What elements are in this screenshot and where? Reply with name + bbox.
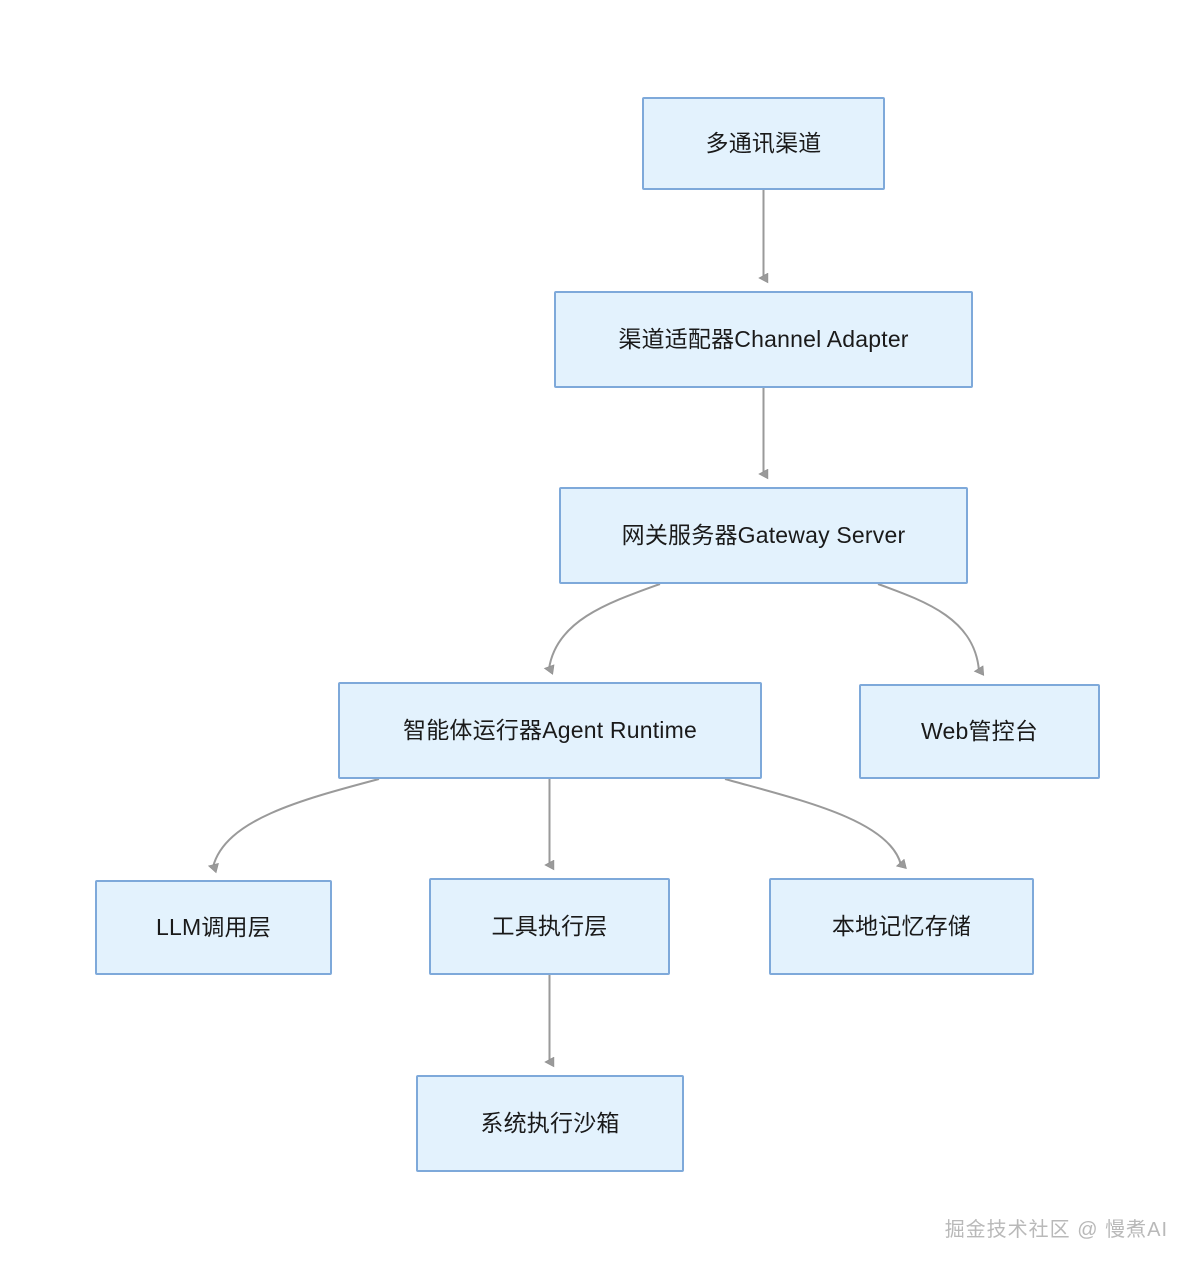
edge-runtime-llm [213,778,380,867]
node-agent-runtime-label: 智能体运行器Agent Runtime [403,716,697,743]
edge-gateway-runtime [549,583,661,669]
node-web-console-label: Web管控台 [920,717,1039,744]
node-gateway-server[interactable]: 网关服务器Gateway Server [559,487,968,584]
node-tool-execution-layer-label: 工具执行层 [491,912,608,939]
node-channel-adapter-label: 渠道适配器Channel Adapter [618,325,909,352]
node-llm-layer-label: LLM调用层 [156,913,271,940]
watermark-text: 掘金技术社区 @ 慢煮AI [944,1219,1168,1241]
node-local-memory-store-label: 本地记忆存储 [831,912,972,939]
node-channel-adapter[interactable]: 渠道适配器Channel Adapter [554,291,973,388]
node-gateway-server-label: 网关服务器Gateway Server [621,521,906,548]
node-channels[interactable]: 多通讯渠道 [642,97,885,190]
edge-runtime-memory [724,778,901,865]
node-llm-layer[interactable]: LLM调用层 [95,880,332,975]
node-tool-execution-layer[interactable]: 工具执行层 [429,878,670,975]
node-system-sandbox-label: 系统执行沙箱 [480,1109,620,1136]
edge-gateway-webconsole [877,583,979,671]
node-channels-label: 多通讯渠道 [705,129,822,156]
node-web-console[interactable]: Web管控台 [859,684,1100,779]
node-agent-runtime[interactable]: 智能体运行器Agent Runtime [338,682,762,779]
node-local-memory-store[interactable]: 本地记忆存储 [769,878,1034,975]
node-system-sandbox[interactable]: 系统执行沙箱 [416,1075,684,1172]
